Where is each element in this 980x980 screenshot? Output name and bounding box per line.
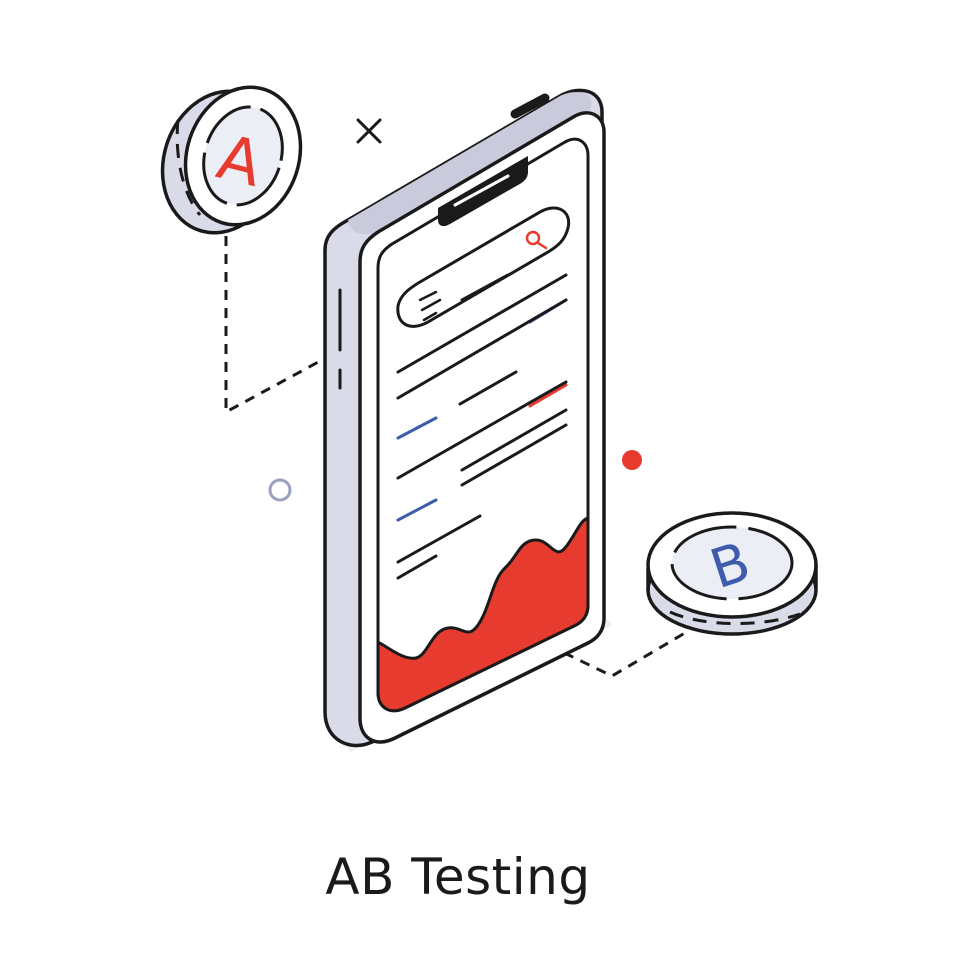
search-icon — [525, 230, 548, 250]
decor-dot — [622, 450, 642, 470]
close-icon — [356, 118, 382, 144]
coin-b: B — [646, 511, 818, 636]
content-lines — [396, 273, 568, 580]
decor-ring — [268, 478, 292, 502]
notch-speaker — [453, 174, 510, 207]
phone — [323, 88, 606, 748]
menu-icon — [418, 290, 442, 322]
phone-earpiece — [510, 93, 550, 119]
phone-top-bevel — [348, 92, 592, 235]
screen-chart-area — [376, 516, 590, 713]
caption-title: AB Testing — [325, 848, 591, 906]
coin-a: A — [160, 85, 303, 235]
connector-b — [547, 628, 691, 678]
connector-a — [224, 236, 323, 415]
